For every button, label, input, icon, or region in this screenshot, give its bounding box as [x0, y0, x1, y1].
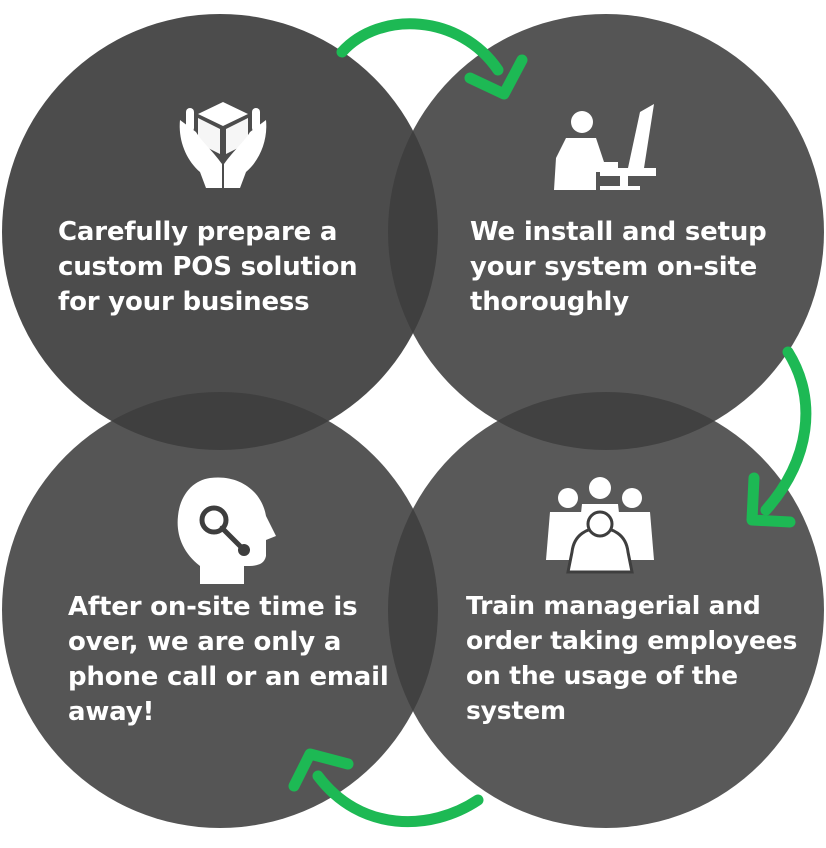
- arrow-prepare-to-install: [336, 18, 528, 100]
- step-line: on the usage of the: [466, 661, 738, 690]
- step-text-install: We install and setup your system on-site…: [470, 215, 767, 320]
- step-line: custom POS solution: [58, 252, 358, 282]
- circle-support: [2, 392, 438, 828]
- step-line: Train managerial and: [466, 591, 761, 620]
- arrow-train-to-support: [288, 748, 484, 828]
- step-text-train: Train managerial and order taking employ…: [466, 588, 797, 728]
- flow-arrows: [288, 18, 812, 828]
- step-text-prepare: Carefully prepare a custom POS solution …: [58, 215, 358, 320]
- step-line: order taking employees: [466, 626, 798, 655]
- step-line: your system on-site: [470, 252, 758, 282]
- circle-prepare: [2, 14, 438, 450]
- step-line: We install and setup: [470, 217, 767, 247]
- step-line: thoroughly: [470, 287, 629, 317]
- circle-install: [388, 14, 824, 450]
- arrow-install-to-train: [746, 346, 812, 528]
- circle-train: [388, 392, 824, 828]
- step-line: Carefully prepare a: [58, 217, 338, 247]
- step-line: away!: [68, 697, 155, 727]
- hands-holding-box-icon: [179, 102, 267, 188]
- step-line: for your business: [58, 287, 310, 317]
- step-line: phone call or an email: [68, 662, 389, 692]
- step-text-support: After on-site time is over, we are only …: [68, 590, 389, 730]
- headset-support-icon: [177, 477, 276, 584]
- step-line: over, we are only a: [68, 627, 342, 657]
- step-circles: [2, 14, 824, 828]
- person-at-computer-icon: [554, 104, 656, 190]
- group-training-icon: [546, 477, 654, 574]
- step-line: system: [466, 696, 566, 725]
- step-line: After on-site time is: [68, 592, 358, 622]
